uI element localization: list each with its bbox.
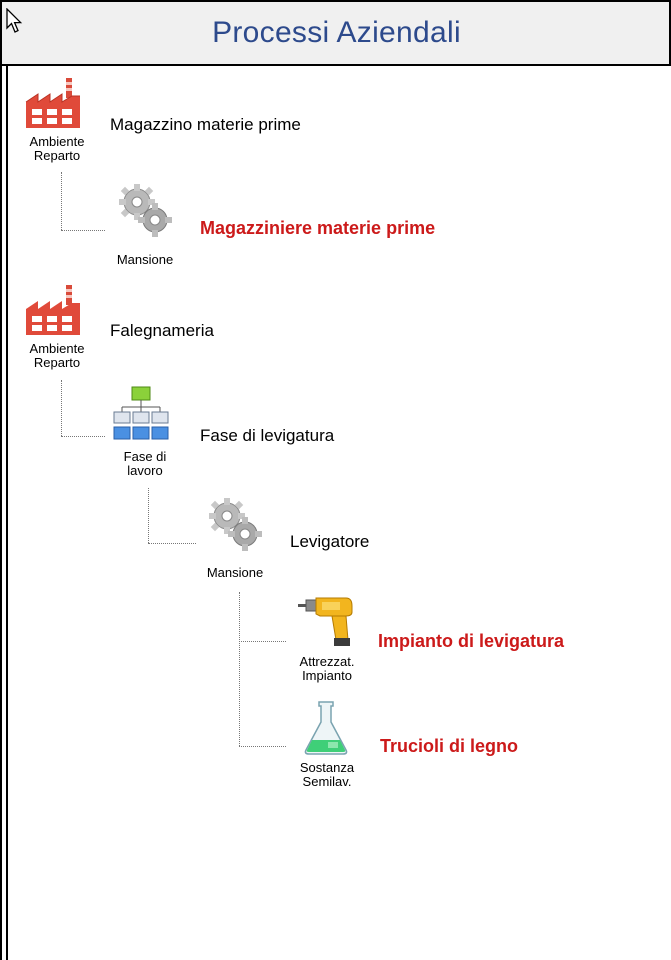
tree-connector (239, 641, 286, 642)
tree-connector (61, 172, 62, 230)
tree-connector (148, 488, 149, 543)
node-title: Falegnameria (110, 321, 214, 340)
gears-icon (119, 184, 172, 237)
drill-icon (298, 597, 353, 646)
window-title: Processi Aziendali (212, 16, 461, 49)
node-type-label: Mansione (206, 565, 264, 580)
tree-connector (239, 592, 240, 746)
mouse-cursor-icon (6, 8, 23, 33)
node-type-label: Mansione (116, 252, 174, 267)
tree-connector (61, 380, 62, 436)
org-chart-icon (113, 386, 169, 440)
gears-icon (209, 498, 262, 551)
flask-icon (304, 701, 348, 755)
window-border (0, 66, 2, 960)
node-title: Magazziniere materie prime (200, 218, 436, 238)
node-type-label: Ambiente Reparto (29, 341, 85, 370)
tree-connector (239, 746, 286, 747)
factory-icon (25, 78, 80, 128)
factory-icon (26, 285, 80, 335)
node-title: Trucioli di legno (380, 736, 519, 756)
node-title: Fase di levigatura (200, 426, 335, 445)
node-title: Impianto di levigatura (378, 631, 565, 651)
tree-connector (148, 543, 196, 544)
node-type-label: Fase di lavoro (123, 449, 167, 478)
node-title: Magazzino materie prime (110, 115, 301, 134)
tree-connector (61, 436, 105, 437)
node-type-label: Attrezzat. Impianto (299, 654, 355, 683)
node-type-label: Sostanza Semilav. (299, 760, 355, 789)
node-type-label: Ambiente Reparto (29, 134, 85, 163)
tree-connector (61, 230, 105, 231)
node-title: Levigatore (290, 532, 370, 551)
panel-border (6, 66, 8, 960)
title-bar: Processi Aziendali (0, 0, 671, 66)
